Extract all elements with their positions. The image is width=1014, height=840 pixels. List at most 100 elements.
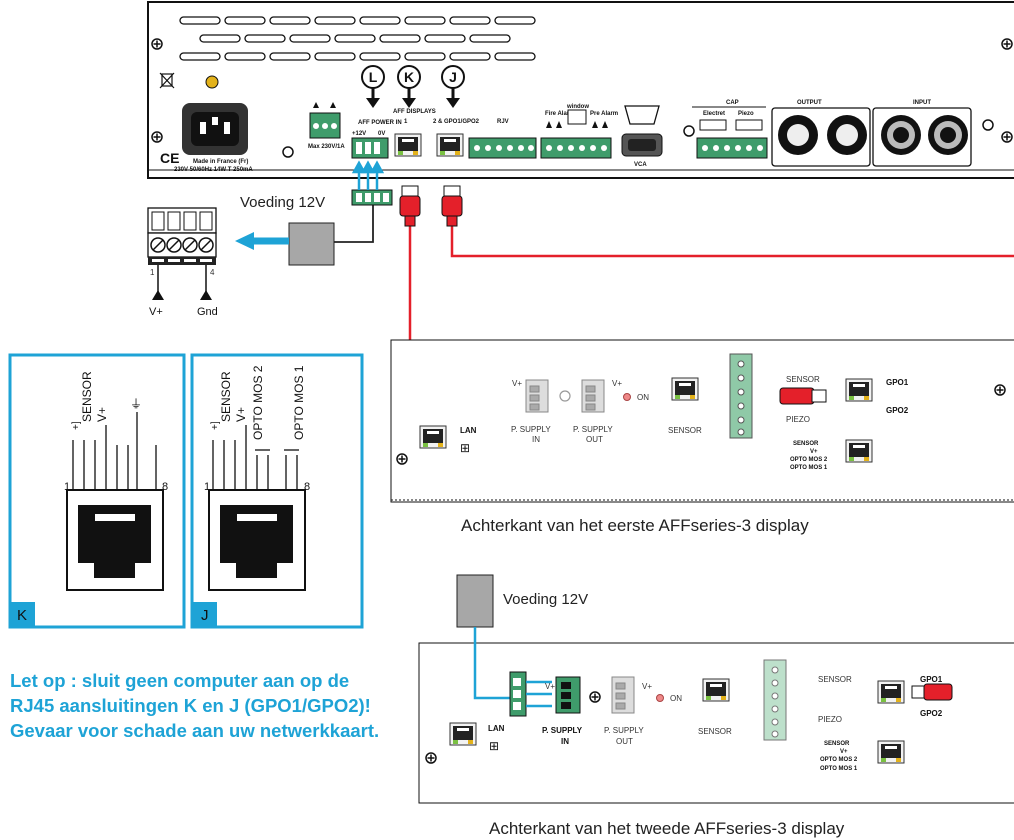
svg-text:GPO1: GPO1 <box>886 378 909 387</box>
svg-text:V+: V+ <box>545 682 555 691</box>
svg-text:SENSOR: SENSOR <box>219 371 233 422</box>
display2-red-plug <box>911 683 953 701</box>
svg-text:OPTO MOS 2: OPTO MOS 2 <box>790 457 828 463</box>
svg-text:OPTO MOS 1: OPTO MOS 1 <box>292 365 306 440</box>
svg-text:V+: V+ <box>612 379 622 388</box>
rack-panel: CE Made in France (Fr) 230V 50/60Hz 14W … <box>147 1 1014 179</box>
svg-text:8: 8 <box>304 481 310 493</box>
display2-gpo-jack <box>877 740 905 764</box>
network-icon-2: ⊞ <box>489 739 499 753</box>
svg-text:SENSOR: SENSOR <box>824 741 850 747</box>
svg-text:J: J <box>201 607 209 624</box>
svg-text:Max 230V/1A: Max 230V/1A <box>308 144 345 150</box>
cap-terminal <box>683 119 768 159</box>
svg-text:GPO1: GPO1 <box>920 675 943 684</box>
svg-text:SENSOR: SENSOR <box>698 727 732 736</box>
warning-text: Let op : sluit geen computer aan op de R… <box>10 670 380 741</box>
display2-gpo-port <box>877 680 905 704</box>
svg-text:230V 50/60Hz 14W T 250mA: 230V 50/60Hz 14W T 250mA <box>174 167 253 173</box>
blue-wires <box>351 160 385 190</box>
screw-terminal-diagram <box>147 207 217 265</box>
svg-text:1: 1 <box>64 481 70 493</box>
marker-J: J <box>441 65 465 108</box>
svg-text:SENSOR: SENSOR <box>786 375 820 384</box>
svg-text:VCA: VCA <box>634 162 647 168</box>
svg-text:Piezo: Piezo <box>738 111 754 117</box>
svg-text:ON: ON <box>670 694 682 703</box>
aff-power-in-terminal[interactable] <box>351 137 389 159</box>
svg-text:GPO2: GPO2 <box>886 406 909 415</box>
svg-text:P. SUPPLY: P. SUPPLY <box>511 425 551 434</box>
svg-text:SENSOR: SENSOR <box>80 371 94 422</box>
jack-j-pinout: J SENSOR V+ OPTO MOS 2 OPTO MOS 1 +] 1 8 <box>190 353 364 629</box>
svg-text:OUT: OUT <box>616 737 633 746</box>
svg-text:SENSOR: SENSOR <box>793 441 819 447</box>
svg-text:4: 4 <box>210 268 215 277</box>
iec-power-inlet <box>182 103 248 155</box>
rj45-port-j[interactable] <box>436 133 464 157</box>
svg-text:CAP: CAP <box>726 100 739 106</box>
jack-k-pinout: K SENSOR V+ +] ⏚ 1 8 <box>8 353 186 629</box>
svg-text:+]: +] <box>71 421 82 430</box>
svg-text:L: L <box>369 69 378 85</box>
svg-text:P. SUPPLY: P. SUPPLY <box>573 425 613 434</box>
svg-text:ON: ON <box>637 393 649 402</box>
supply-top-label: Voeding 12V <box>240 194 325 211</box>
rj45-plug-j <box>441 185 463 227</box>
display1-sensor-terminal <box>729 353 753 439</box>
svg-text:V+: V+ <box>840 749 848 755</box>
svg-text:OPTO MOS 1: OPTO MOS 1 <box>790 465 828 471</box>
display2-green-plug <box>509 671 527 717</box>
rjv-terminal <box>468 137 537 159</box>
svg-text:K: K <box>404 69 414 85</box>
svg-text:V+: V+ <box>512 379 522 388</box>
svg-text:OUTPUT: OUTPUT <box>797 100 822 106</box>
display1-lan-port <box>419 425 447 449</box>
svg-text:V+: V+ <box>810 449 818 455</box>
svg-text:Pre Alarm: Pre Alarm <box>590 111 618 117</box>
svg-text:V+: V+ <box>234 407 248 422</box>
arrow-left-icon <box>235 232 254 250</box>
svg-text:PIEZO: PIEZO <box>786 415 810 424</box>
svg-text:1: 1 <box>150 268 155 277</box>
svg-text:RJV: RJV <box>497 119 509 125</box>
ground-icon: ⏚ <box>130 397 142 411</box>
marker-L: L <box>361 65 385 108</box>
display-2-panel: LAN ⊞ V+ V+ ON P. SUPPLY IN P. SUPPLY OU… <box>418 627 1014 804</box>
svg-text:LAN: LAN <box>460 426 477 435</box>
svg-text:window: window <box>566 104 589 110</box>
svg-text:+]: +] <box>210 421 221 430</box>
svg-text:8: 8 <box>162 481 168 493</box>
ce-mark: CE <box>160 150 179 166</box>
svg-text:SENSOR: SENSOR <box>668 426 702 435</box>
power-adapter-top <box>288 222 335 266</box>
rj45-port-k[interactable] <box>394 133 422 157</box>
vca-subd-connector <box>621 105 663 157</box>
display1-psu-in <box>525 379 549 413</box>
network-icon: ⊞ <box>460 441 470 455</box>
svg-text:+12V: +12V <box>352 131 366 137</box>
display2-sensor-terminal <box>763 659 787 741</box>
display-1-panel: LAN ⊞ V+ V+ ON P. SUPPLY IN P. SUPPLY OU… <box>390 339 1014 503</box>
svg-text:GPO2: GPO2 <box>920 709 943 718</box>
xlr-output-connectors <box>771 107 871 167</box>
display2-psu-out <box>611 676 635 714</box>
svg-text:0V: 0V <box>378 131 385 137</box>
green-plug-top <box>351 189 393 206</box>
display2-psu-in <box>555 676 581 714</box>
rj45-plug-k <box>399 185 421 227</box>
power-supply-top: Voeding 12V <box>147 160 393 318</box>
relay-terminal <box>309 102 341 139</box>
svg-text:J: J <box>449 69 457 85</box>
display1-red-plug <box>779 387 827 405</box>
svg-text:OUT: OUT <box>586 435 603 444</box>
svg-text:K: K <box>17 607 27 624</box>
svg-text:AFF POWER IN: AFF POWER IN <box>358 120 402 126</box>
alarm-terminal <box>540 109 612 159</box>
gnd-label: Gnd <box>197 306 218 318</box>
weee-bin-icon <box>159 72 175 89</box>
svg-text:AFF DISPLAYS: AFF DISPLAYS <box>393 109 436 115</box>
svg-text:LAN: LAN <box>488 724 505 733</box>
supply-bottom-label: Voeding 12V <box>503 591 588 608</box>
svg-text:IN: IN <box>532 435 540 444</box>
